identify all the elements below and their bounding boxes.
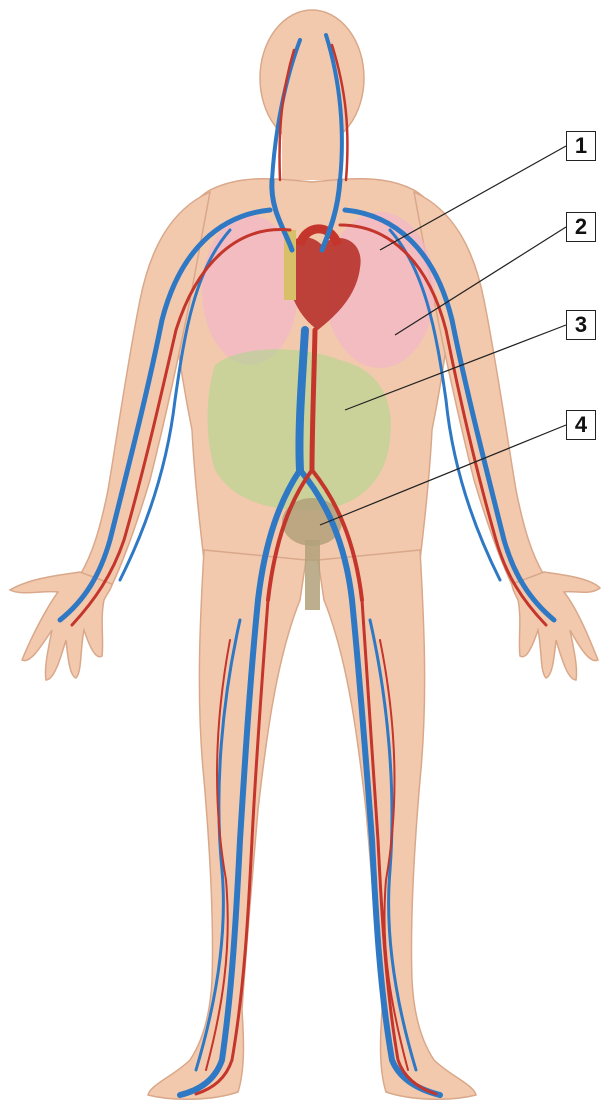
urethra xyxy=(305,540,320,610)
left-hand xyxy=(10,572,112,680)
neck xyxy=(282,130,342,180)
callout-box-2: 2 xyxy=(566,212,596,242)
right-leg xyxy=(318,550,476,1099)
left-lung xyxy=(202,215,298,365)
artery-aorta xyxy=(312,330,315,470)
head xyxy=(260,10,364,146)
callout-label-1: 1 xyxy=(575,133,587,159)
callout-label-2: 2 xyxy=(575,214,587,240)
callout-box-1: 1 xyxy=(566,131,596,161)
callout-box-4: 4 xyxy=(566,410,596,440)
callout-label-3: 3 xyxy=(575,312,587,338)
callout-label-4: 4 xyxy=(575,412,587,438)
callout-box-3: 3 xyxy=(566,310,596,340)
